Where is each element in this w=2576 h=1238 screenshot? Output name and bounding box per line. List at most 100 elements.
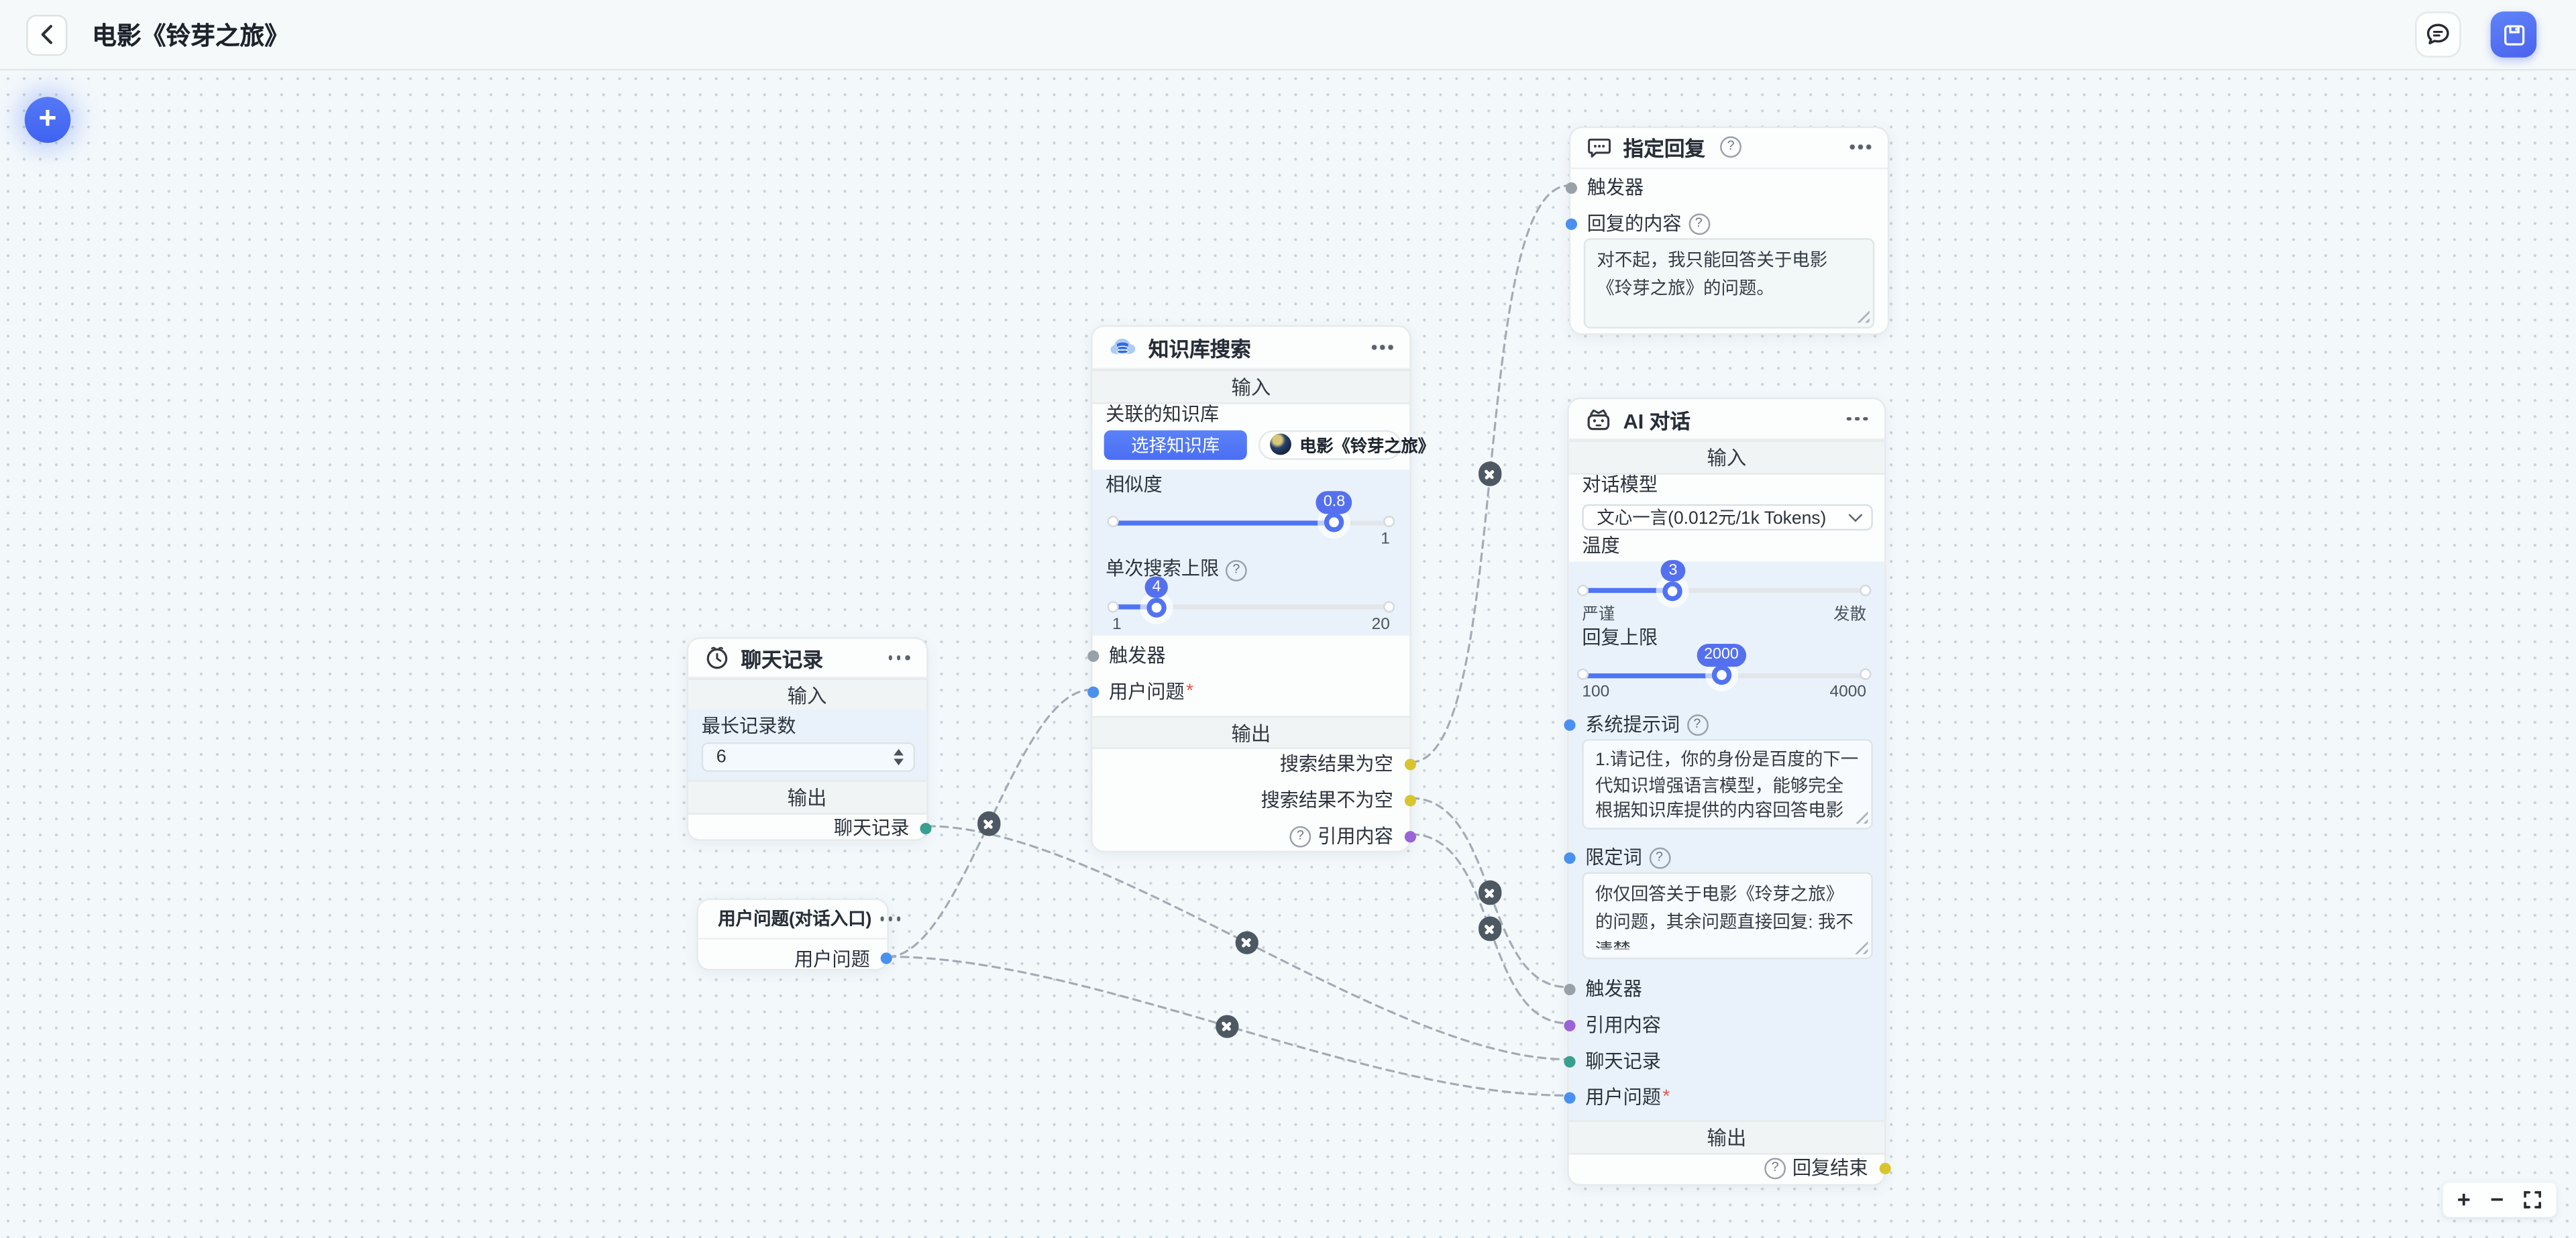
output-row-not-empty: 搜索结果不为空	[1260, 791, 1393, 811]
node-ai-chat[interactable]: AI 对话 输入 对话模型 文心一言(0.012元/1k Tokens) 温度 …	[1563, 397, 1890, 1186]
reply-content-textarea[interactable]: 对不起，我只能回答关于电影《玲芽之旅》的问题。	[1583, 237, 1875, 328]
qualifier-text: 你仅回答关于电影《玲芽之旅》的问题，其余问题直接回复: 我不清楚。	[1595, 884, 1854, 950]
help-icon[interactable]: ?	[1289, 825, 1311, 847]
system-prompt-textarea[interactable]: 1.请记住，你的身份是百度的下一代知识增强语言模型，能够完全根据知识库提供的内容…	[1582, 739, 1873, 829]
reply-limit-label: 回复上限	[1582, 628, 1658, 649]
help-icon[interactable]: ?	[1764, 1157, 1786, 1179]
temperature-label: 温度	[1582, 537, 1620, 557]
temperature-slider[interactable]: 3	[1577, 559, 1872, 601]
output-row-empty: 搜索结果为空	[1279, 755, 1393, 775]
preview-chat-button[interactable]	[2415, 11, 2461, 58]
node-header[interactable]: 知识库搜索	[1092, 327, 1410, 369]
node-header[interactable]: 用户问题(对话入口)	[698, 900, 901, 939]
select-kb-button[interactable]: 选择知识库	[1104, 430, 1247, 459]
node-kb-search[interactable]: 知识库搜索 输入 关联的知识库 选择知识库 电影《铃芽之旅》 相似度 0.8 1…	[1087, 325, 1435, 852]
node-title: 知识库搜索	[1148, 337, 1251, 361]
page-title: 电影《铃芽之旅》	[92, 22, 290, 50]
clock-icon	[706, 646, 728, 669]
input-row-chat-history: 聊天记录	[1585, 1052, 1661, 1073]
max-records-input[interactable]: 6	[701, 742, 916, 771]
kb-chip-name: 电影《铃芽之旅》	[1299, 439, 1435, 457]
knowledge-base-icon	[1110, 338, 1136, 354]
input-row-trigger: 触发器	[1109, 646, 1166, 667]
node-title: AI 对话	[1623, 410, 1690, 433]
help-icon[interactable]: ?	[1648, 846, 1670, 868]
similarity-label: 相似度	[1106, 476, 1163, 496]
kb-chip[interactable]: 电影《铃芽之旅》	[1258, 430, 1435, 459]
delete-connection-button[interactable]	[977, 811, 1002, 836]
input-row-trigger: 触发器	[1587, 178, 1644, 199]
temperature-value-badge: 3	[1661, 559, 1685, 581]
zoom-in-button[interactable]: +	[2457, 1186, 2471, 1213]
reply-bubble-icon	[1588, 138, 1611, 158]
similarity-slider-handle[interactable]	[1324, 512, 1344, 532]
add-node-button[interactable]: +	[24, 97, 71, 144]
node-fixed-reply[interactable]: 指定回复 ? 触发器 回复的内容 ? 对不起，我只能回答关于电影《玲芽之旅》的问…	[1564, 126, 1890, 335]
help-icon[interactable]: ?	[1720, 136, 1741, 158]
temperature-slider-handle[interactable]	[1663, 580, 1683, 601]
output-row-reply-end: ? 回复结束	[1569, 1156, 1884, 1180]
output-row-user-question: 用户问题	[794, 950, 870, 970]
input-row-quote: 引用内容	[1585, 1016, 1661, 1037]
zoom-out-button[interactable]: −	[2490, 1186, 2504, 1213]
input-row-user-question: 用户问题*	[1109, 681, 1194, 704]
model-value: 文心一言(0.012元/1k Tokens)	[1597, 508, 1827, 528]
help-icon[interactable]: ?	[1688, 213, 1710, 234]
delete-connection-button[interactable]	[1478, 917, 1502, 941]
input-row-trigger: 触发器	[1585, 980, 1642, 1001]
model-select[interactable]: 文心一言(0.012元/1k Tokens)	[1582, 504, 1873, 530]
fullscreen-icon	[2524, 1191, 2541, 1208]
more-icon[interactable]	[1847, 412, 1868, 426]
output-row-chat-history: 聊天记录	[833, 820, 910, 840]
fit-view-button[interactable]	[2524, 1191, 2542, 1209]
max-records-value: 6	[716, 746, 727, 767]
qualifier-textarea[interactable]: 你仅回答关于电影《玲芽之旅》的问题，其余问题直接回复: 我不清楚。	[1582, 871, 1873, 960]
zoom-toolbar: + −	[2442, 1182, 2557, 1217]
topbar-actions	[2415, 11, 2537, 58]
help-icon[interactable]: ?	[1225, 559, 1247, 581]
input-section-band: 输入	[1092, 368, 1410, 404]
reply-limit-slider[interactable]: 2000	[1577, 644, 1872, 685]
node-header[interactable]: AI 对话	[1568, 399, 1884, 441]
more-icon[interactable]	[1850, 140, 1872, 154]
input-row-system-prompt: 系统提示词 ?	[1569, 712, 1884, 737]
search-limit-value-badge: 4	[1144, 575, 1169, 598]
reply-content-text: 对不起，我只能回答关于电影《玲芽之旅》的问题。	[1597, 250, 1828, 299]
node-title: 聊天记录	[741, 648, 823, 672]
save-floppy-icon	[2503, 24, 2524, 45]
search-limit-slider-handle[interactable]	[1146, 597, 1167, 617]
top-bar: 电影《铃芽之旅》	[0, 0, 2576, 71]
search-limit-slider[interactable]: 4	[1107, 575, 1395, 617]
system-prompt-text: 1.请记住，你的身份是百度的下一代知识增强语言模型，能够完全根据知识库提供的内容…	[1595, 750, 1859, 819]
node-user-question[interactable]: 用户问题(对话入口) 用户问题	[696, 898, 901, 971]
more-icon[interactable]	[888, 651, 910, 665]
node-header[interactable]: 聊天记录	[688, 638, 926, 679]
input-row-content: 回复的内容 ?	[1570, 211, 1888, 236]
output-section-band: 输出	[688, 780, 926, 815]
temperature-scale: 严谨 发散	[1582, 605, 1867, 624]
reply-limit-value-badge: 2000	[1697, 644, 1746, 667]
port-user-question-out[interactable]	[880, 952, 892, 964]
output-section-band: 输出	[1568, 1119, 1884, 1154]
model-label: 对话模型	[1582, 476, 1658, 496]
more-icon[interactable]	[1372, 340, 1393, 354]
node-header[interactable]: 指定回复 ?	[1570, 128, 1888, 169]
port-trigger-in[interactable]	[1087, 649, 1099, 661]
input-row-user-question: 用户问题*	[1585, 1087, 1670, 1109]
input-section-band: 输入	[1568, 440, 1884, 475]
more-icon[interactable]	[879, 911, 901, 925]
save-button[interactable]	[2490, 11, 2537, 58]
node-chat-history[interactable]: 聊天记录 输入 最长记录数 6 输出 聊天记录	[686, 636, 932, 841]
delete-connection-button[interactable]	[1478, 461, 1502, 486]
chevron-left-icon	[41, 25, 53, 44]
delete-connection-button[interactable]	[1478, 881, 1502, 905]
back-button[interactable]	[26, 13, 68, 56]
port-reply-end-out[interactable]	[1878, 1162, 1890, 1174]
node-title: 指定回复	[1623, 138, 1706, 162]
kb-label: 关联的知识库	[1106, 405, 1220, 426]
help-icon[interactable]: ?	[1686, 714, 1708, 735]
stepper-arrows-icon[interactable]	[894, 748, 904, 766]
similarity-slider[interactable]: 0.8	[1107, 491, 1395, 532]
reply-limit-slider-handle[interactable]	[1711, 665, 1731, 685]
